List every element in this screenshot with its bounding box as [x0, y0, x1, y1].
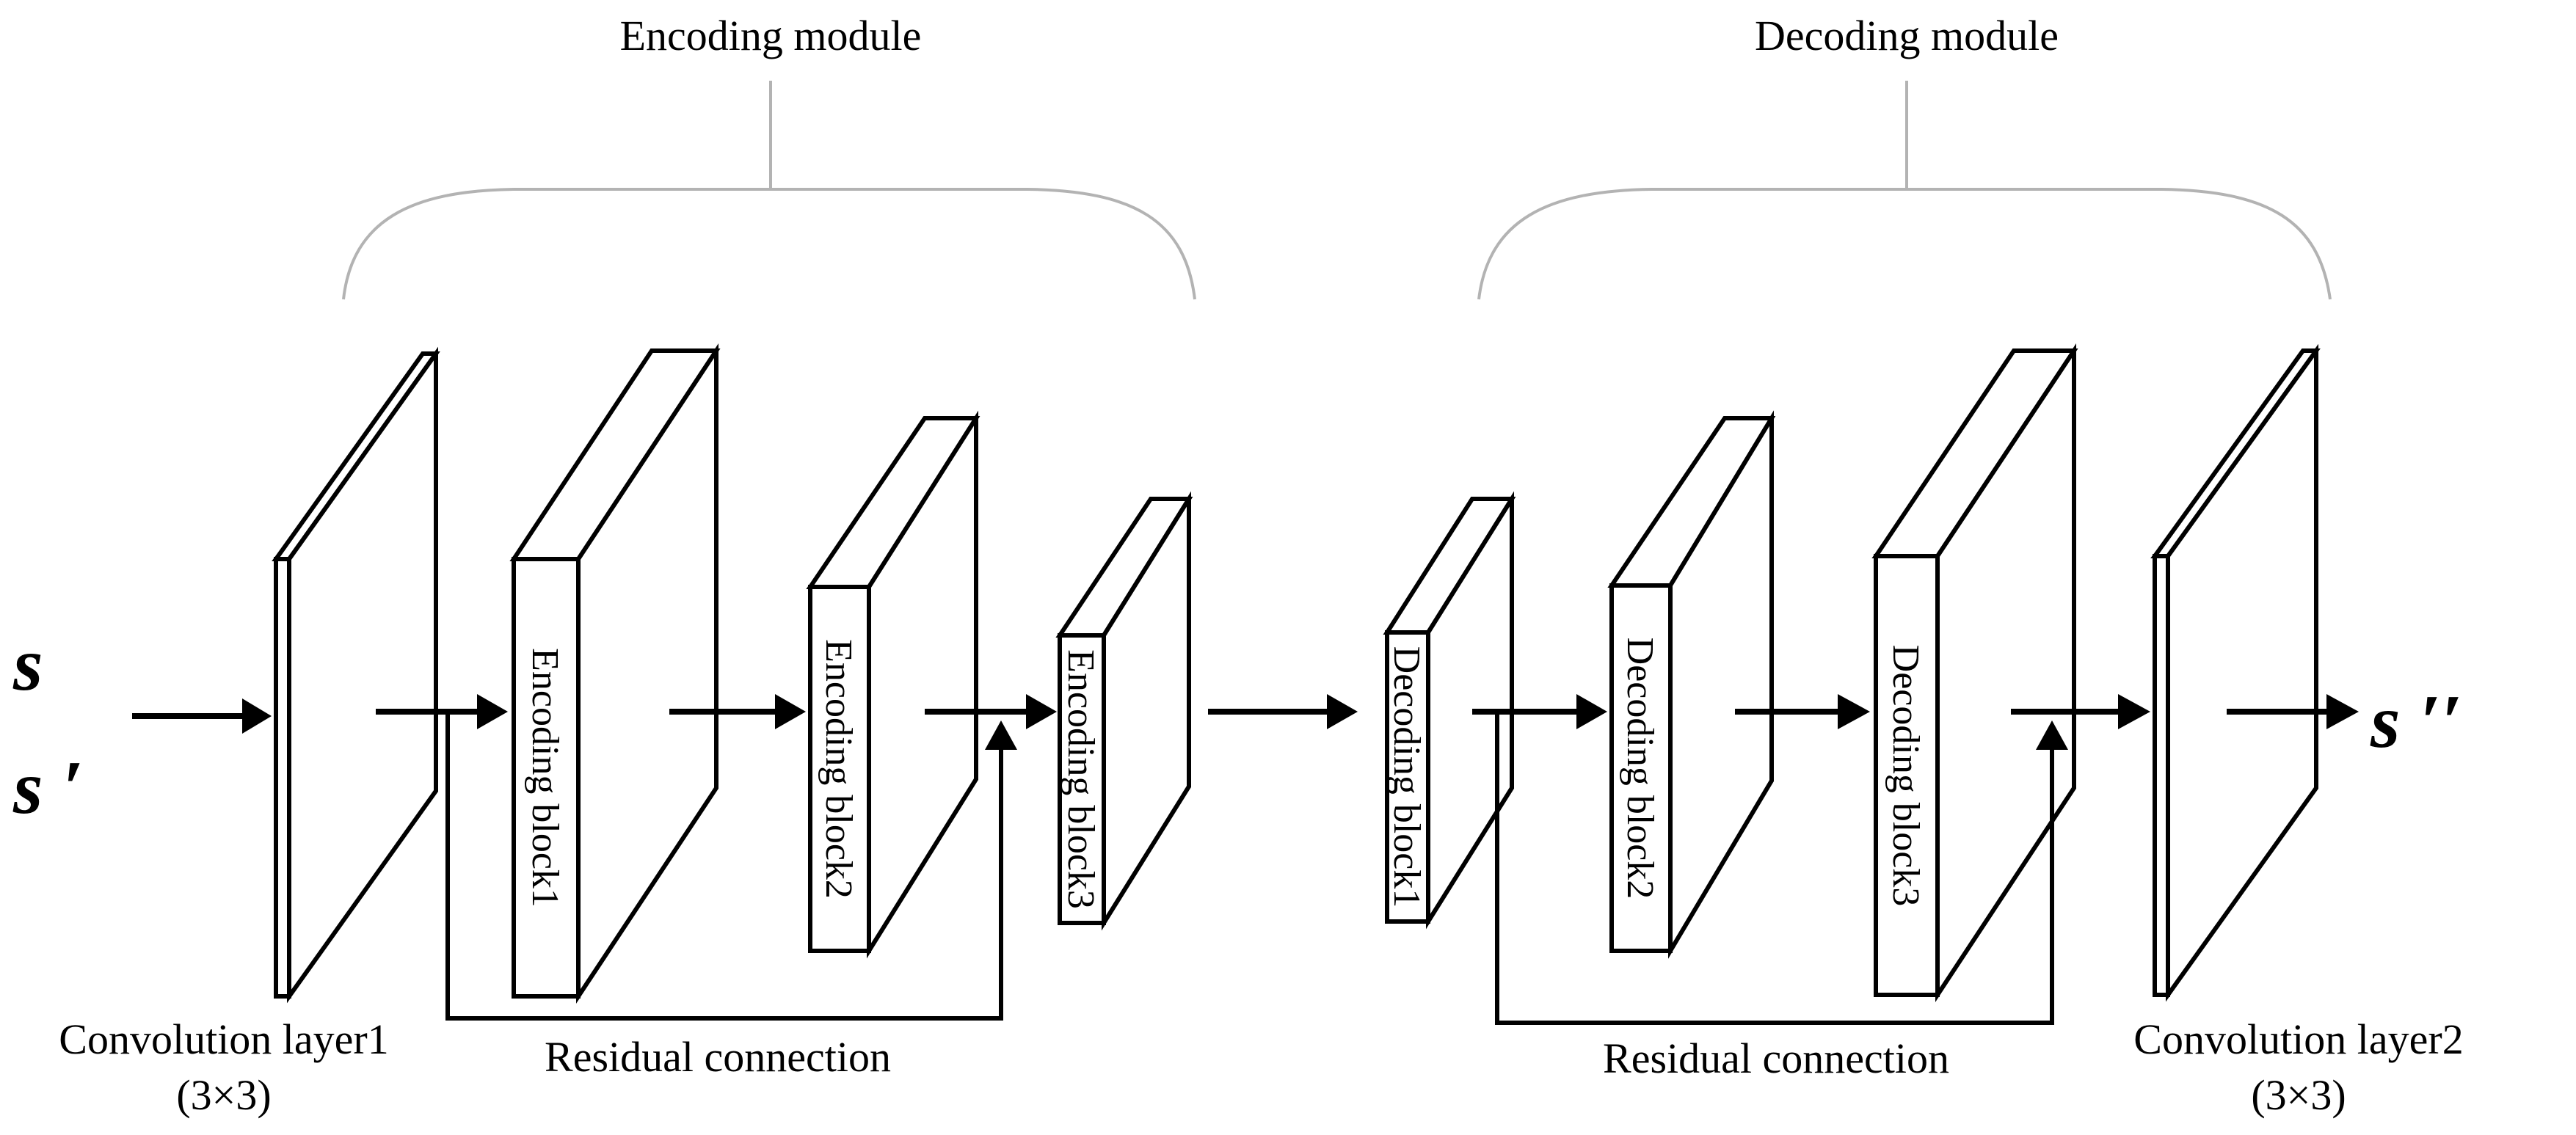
output-symbol-s-double-prime: s ′′ — [2370, 679, 2462, 764]
encoding-module-title: Encoding module — [620, 12, 922, 59]
decoding-module-title: Decoding module — [1755, 12, 2059, 59]
conv-layer1-kernel-label: (3×3) — [176, 1071, 271, 1119]
decoding-block2: Decoding block2 — [1607, 410, 1776, 959]
residual-connection-encoding — [445, 712, 1017, 1021]
encoding-block2-label: Encoding block2 — [818, 639, 859, 899]
conv-layer1-label: Convolution layer1 — [59, 1015, 388, 1063]
flow-arrow-enc1-to-enc2 — [669, 694, 806, 729]
decoding-block1: Decoding block1 — [1383, 491, 1516, 930]
decoding-block3-label: Decoding block3 — [1885, 645, 1926, 907]
flow-arrow-dec2-to-dec3 — [1735, 694, 1870, 729]
decoding-block3: Decoding block3 — [1871, 343, 2078, 1002]
residual-connection-decoding — [1495, 712, 2068, 1025]
flow-arrow-enc3-to-dec1 — [1208, 694, 1358, 729]
decoding-module-brace — [1477, 81, 2332, 300]
flow-arrow-dec3-to-conv2 — [2011, 694, 2150, 729]
convolution-layer1 — [272, 346, 440, 1004]
encoding-block2: Encoding block2 — [806, 410, 980, 959]
encoding-block3: Encoding block3 — [1055, 491, 1193, 931]
encoding-block1: Encoding block1 — [509, 343, 721, 1004]
residual-connection-decoding-label: Residual connection — [1603, 1034, 1949, 1082]
flow-arrow-output — [2227, 694, 2359, 729]
conv-layer2-label: Convolution layer2 — [2133, 1015, 2463, 1063]
convolution-layer2 — [2150, 343, 2321, 1002]
input-symbol-s: s — [12, 622, 43, 707]
encoding-module-brace — [342, 81, 1196, 300]
conv-layer2-kernel-label: (3×3) — [2251, 1071, 2346, 1119]
encoding-block1-label: Encoding block1 — [524, 648, 566, 908]
flow-arrow-input — [132, 698, 272, 734]
flow-arrow-dec1-to-dec2 — [1472, 694, 1607, 729]
residual-connection-encoding-label: Residual connection — [545, 1033, 891, 1081]
input-symbol-s-prime: s ′ — [12, 745, 84, 830]
decoding-block2-label: Decoding block2 — [1619, 638, 1661, 899]
flow-arrow-enc2-to-enc3 — [925, 694, 1057, 729]
decoding-block1-label: Decoding block1 — [1386, 646, 1427, 908]
flow-arrow-conv1-to-enc1 — [376, 694, 508, 729]
encoding-block3-label: Encoding block3 — [1060, 649, 1102, 909]
